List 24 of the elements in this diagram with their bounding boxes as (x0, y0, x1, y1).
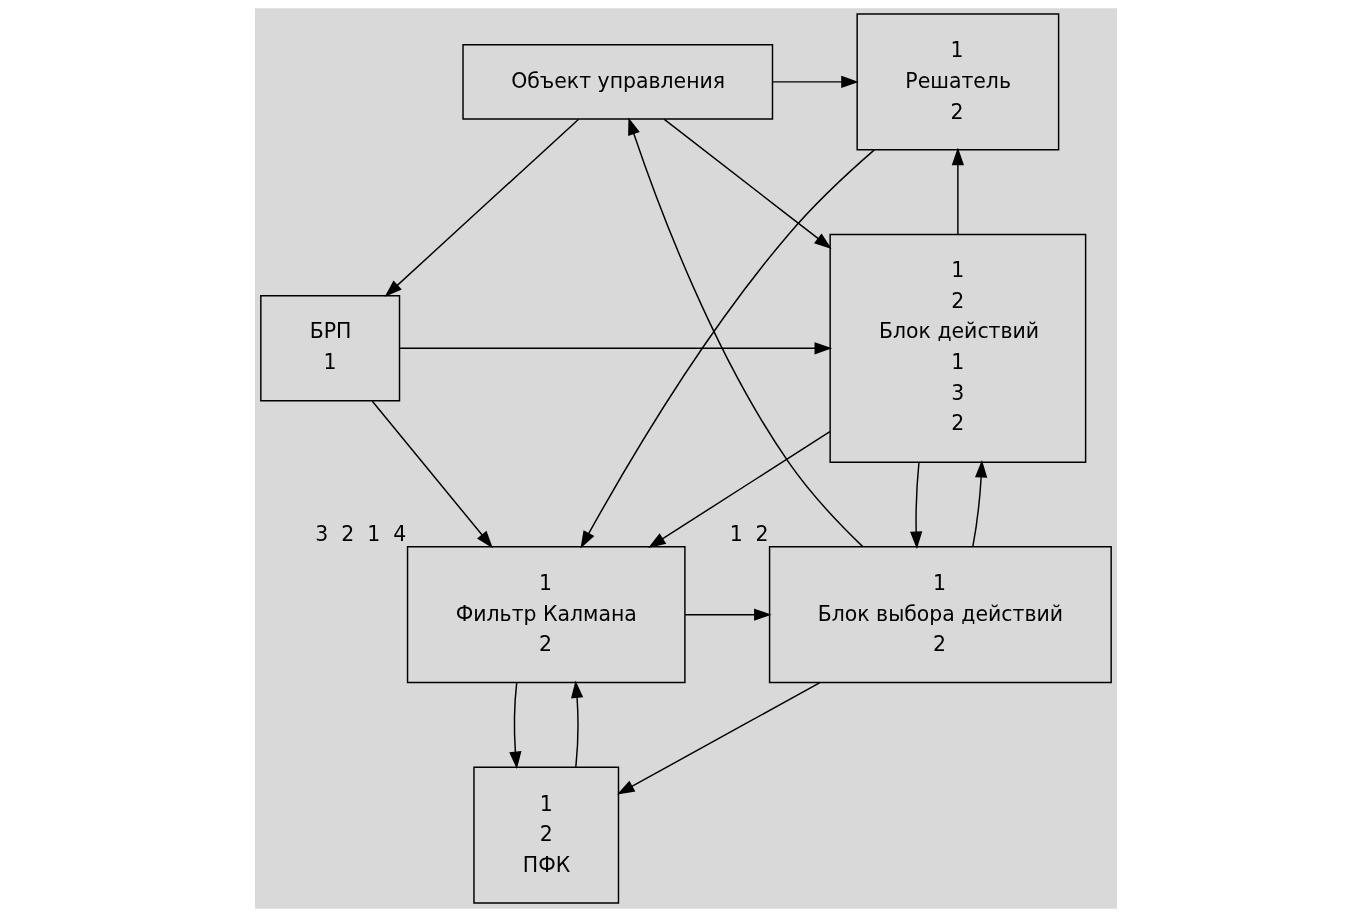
arrow (663, 118, 832, 250)
arrow (570, 680, 583, 768)
arrow (616, 681, 821, 795)
arrow (909, 461, 922, 549)
arrow (771, 75, 859, 88)
node-box: 1 2 ПФК (472, 766, 619, 904)
node-box: 1 Решатель 2 (855, 13, 1059, 151)
arrow (371, 400, 493, 549)
node-label: 1 2 (729, 522, 769, 547)
arrow (683, 608, 772, 621)
arrow (398, 342, 832, 355)
node-box: Объект управления (461, 43, 773, 120)
arrow (647, 430, 831, 548)
node-label: 3 2 1 4 (314, 522, 406, 547)
node-box: 1 2 Блок действий 1 3 2 (828, 233, 1086, 463)
node-box: 1 Блок выбора действий 2 (768, 546, 1112, 684)
arrow (579, 149, 875, 549)
arrow (384, 118, 579, 297)
arrow (508, 681, 521, 770)
node-box: 1 Фильтр Калмана 2 (406, 546, 686, 684)
arrow (627, 117, 863, 548)
arrow (971, 460, 987, 548)
arrow (951, 147, 964, 235)
node-box: БРП 1 (259, 295, 400, 402)
